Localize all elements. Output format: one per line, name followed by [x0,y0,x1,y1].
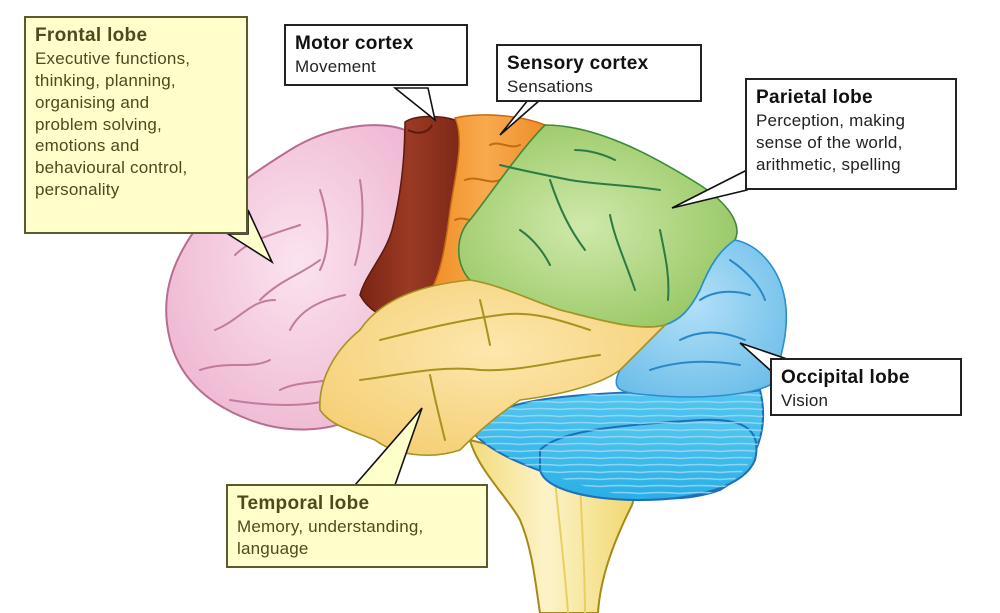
occipital-sulci [649,259,766,371]
motor-cortex-title: Motor cortex [295,33,414,54]
temporal-lobe-label: Temporal lobe Memory, understanding, lan… [226,484,488,568]
motor-pointer [392,87,437,123]
callout-pointers [225,87,793,486]
brainstem-fiber [579,479,586,613]
cerebellum-stripes [470,390,764,499]
frontal-lobe-title: Frontal lobe [35,25,148,46]
occipital-lobe-region [615,239,788,398]
parietal-lobe-description: Perception, making sense of the world, a… [756,111,906,174]
frontal-lobe-label: Frontal lobe Executive functions, thinki… [24,16,248,234]
parietal-lobe-label: Parietal lobe Perception, making sense o… [745,78,957,190]
sensory-cortex-description: Sensations [507,77,594,97]
brainstem-fiber [554,479,569,613]
occipital-lobe-description: Vision [781,391,829,411]
temporal-lobe-description: Memory, understanding, language [237,517,424,559]
parietal-lobe-title: Parietal lobe [756,87,873,108]
temporal-lobe-region [319,279,668,456]
sensory-cortex-title: Sensory cortex [507,53,649,74]
occipital-lobe-label: Occipital lobe Vision [770,358,962,416]
parietal-sulci [499,149,670,301]
motor-cortex-description: Movement [295,57,376,77]
motor-cortex-fold [407,124,433,134]
frontal-pointer [225,209,274,265]
motor-cortex-label: Motor cortex Movement [284,24,468,86]
temporal-sulci [359,299,601,441]
frontal-lobe-description: Executive functions, thinking, planning,… [35,49,191,199]
sensory-cortex-label: Sensory cortex Sensations [496,44,702,102]
temporal-lobe-title: Temporal lobe [237,493,370,514]
occipital-lobe-title: Occipital lobe [781,367,910,388]
